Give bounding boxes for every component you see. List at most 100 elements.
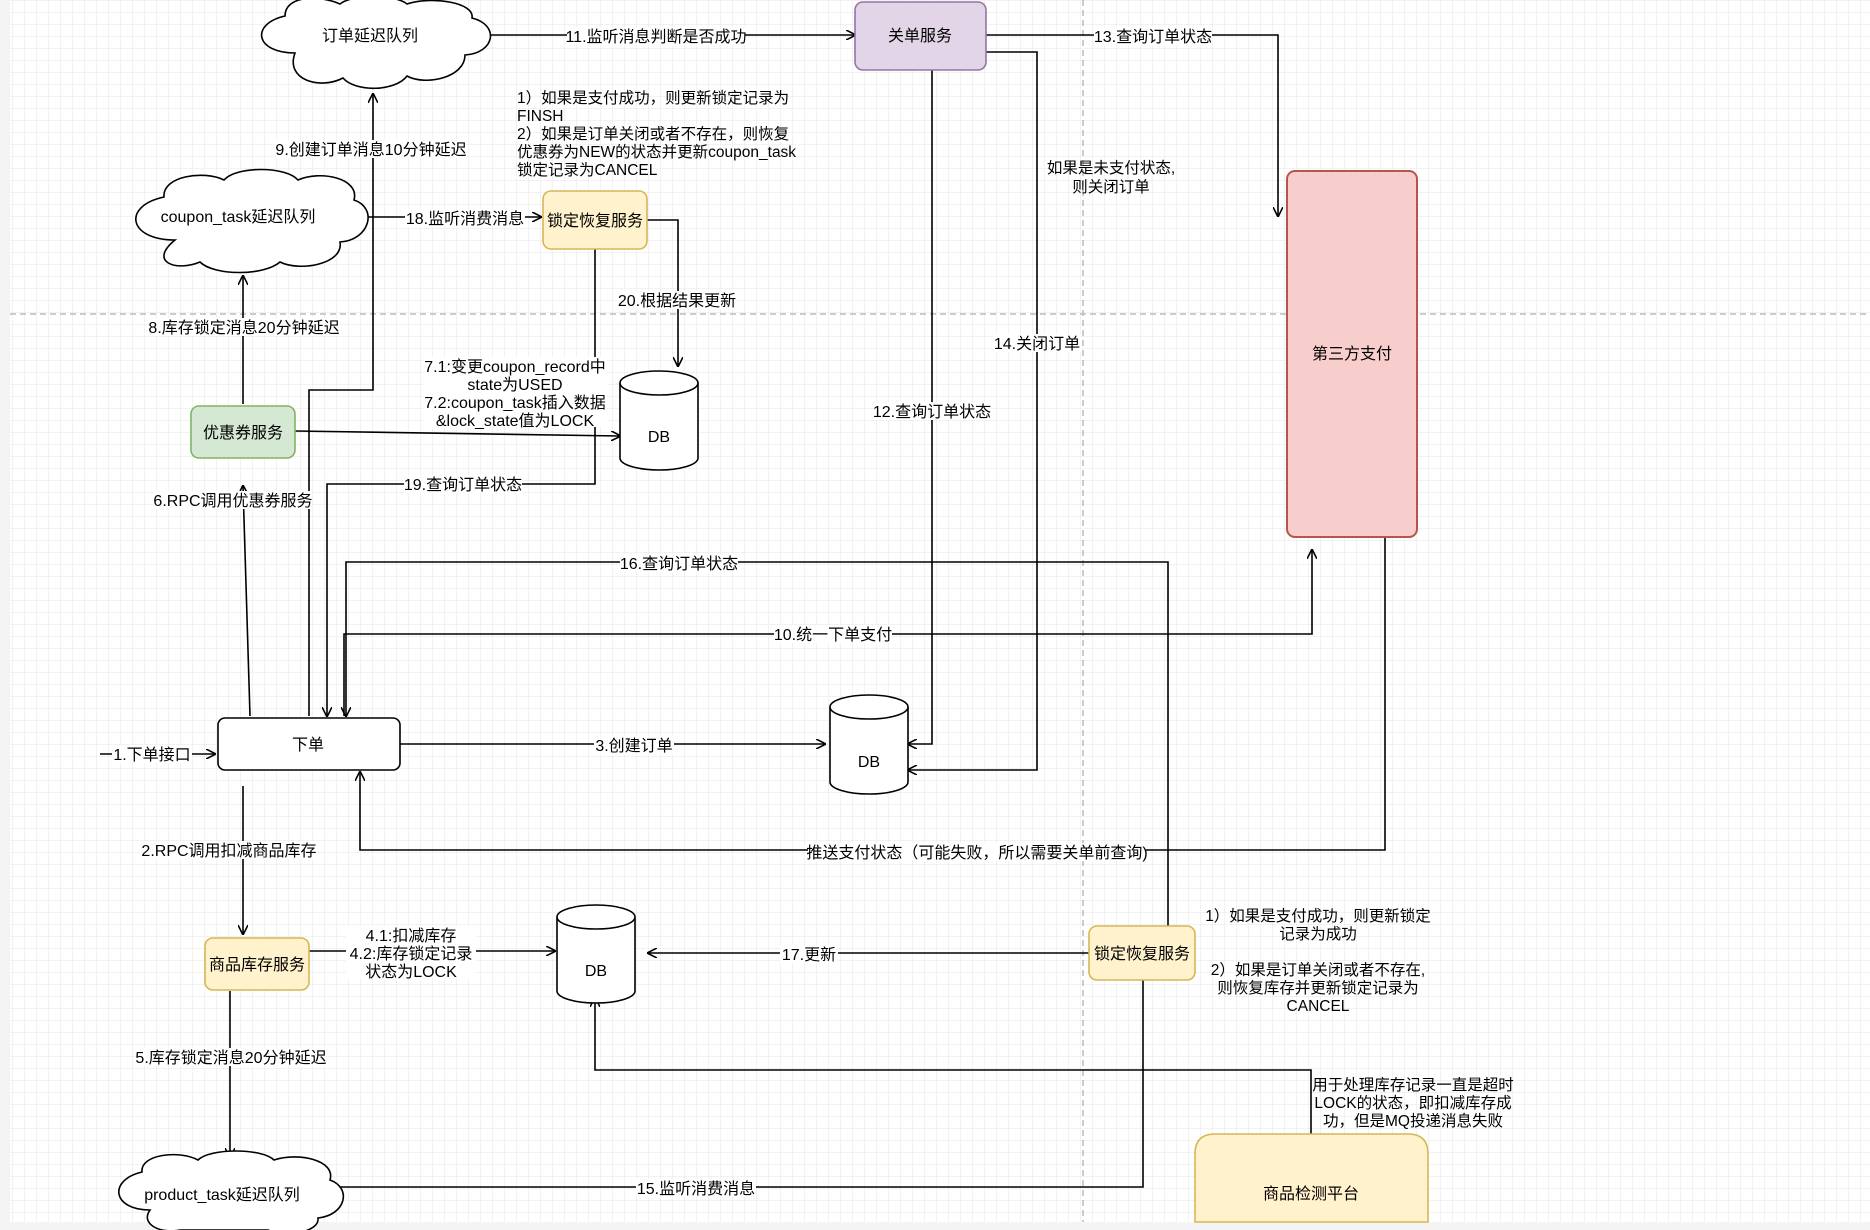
coupon-db-label: DB bbox=[648, 429, 670, 446]
unpaid-note-line1: 如果是未支付状态, bbox=[1047, 159, 1175, 177]
product-task-queue-label: product_task延迟队列 bbox=[144, 1186, 300, 1204]
edge-16-label: 16.查询订单状态 bbox=[620, 555, 738, 573]
edge-13-label-bg bbox=[1094, 27, 1212, 45]
platform-note-line1: 用于处理库存记录一直是超时 bbox=[1312, 1076, 1514, 1094]
edge-7-label-line4: &lock_state值为LOCK bbox=[436, 412, 595, 430]
edge-7-label-line2: state为USED bbox=[467, 376, 562, 394]
coupon-task-queue-cloud[interactable] bbox=[135, 168, 369, 274]
stock-service-box[interactable] bbox=[204, 937, 310, 991]
edge-14-label: 14.关闭订单 bbox=[994, 335, 1080, 353]
lock-restore-service-top-label: 锁定恢复服务 bbox=[547, 212, 643, 230]
edge-7-label-line3: 7.2:coupon_task插入数据 bbox=[424, 394, 605, 412]
coupon-note-line1: 1）如果是支付成功，则更新锁定记录为 bbox=[517, 89, 789, 107]
edge-8-label: 8.库存锁定消息20分钟延迟 bbox=[148, 319, 339, 337]
edge-12-label-bg bbox=[873, 402, 991, 420]
edge-13-label: 13.查询订单状态 bbox=[1094, 28, 1212, 46]
place-order-box[interactable] bbox=[217, 717, 401, 771]
edge-4-label-line1: 4.1:扣减库存 bbox=[366, 927, 457, 945]
lock-restore-service-bottom-label: 锁定恢复服务 bbox=[1094, 945, 1190, 963]
order-db-label: DB bbox=[858, 754, 880, 771]
stock-note-line2: 记录为成功 bbox=[1279, 925, 1357, 943]
stock-db-cylinder[interactable] bbox=[556, 904, 636, 1004]
edge-15-label: 15.监听消费消息 bbox=[637, 1180, 755, 1198]
coupon-restore-note: 1）如果是支付成功，则更新锁定记录为 FINSH 2）如果是订单关闭或者不存在，… bbox=[517, 89, 796, 179]
bottom-margin bbox=[0, 1222, 1870, 1230]
edge-19-label-bg bbox=[404, 475, 522, 493]
order-db-cylinder[interactable] bbox=[829, 694, 909, 795]
edge-7-label-line1: 7.1:变更coupon_record中 bbox=[424, 358, 605, 376]
close-order-service-box[interactable] bbox=[854, 1, 987, 71]
place-order-label: 下单 bbox=[292, 736, 324, 754]
edge-15 bbox=[325, 944, 1143, 1188]
platform-note-line3: 功，但是MQ投递消息失败 bbox=[1323, 1112, 1503, 1130]
edge-push-label-bg bbox=[808, 843, 1146, 861]
lock-restore-service-bottom-box[interactable] bbox=[1088, 925, 1196, 981]
product-task-queue-cloud[interactable] bbox=[118, 1150, 345, 1230]
close-order-service-label: 关单服务 bbox=[888, 27, 952, 45]
coupon-service-label: 优惠券服务 bbox=[203, 424, 283, 442]
edge-7 bbox=[294, 430, 620, 436]
stock-restore-note: 1）如果是支付成功，则更新锁定 记录为成功 2）如果是订单关闭或者不存在, 则恢… bbox=[1205, 907, 1431, 1015]
edge-16-label-bg bbox=[620, 554, 738, 572]
stock-note-line6: CANCEL bbox=[1287, 998, 1350, 1015]
edge-12 bbox=[908, 70, 933, 744]
edge-14 bbox=[908, 51, 1038, 770]
edge-8-label-bg bbox=[149, 318, 339, 336]
coupon-task-queue-label: coupon_task延迟队列 bbox=[161, 208, 316, 226]
stock-note-line1: 1）如果是支付成功，则更新锁定 bbox=[1205, 907, 1431, 925]
unpaid-note-line2: 则关闭订单 bbox=[1072, 178, 1150, 196]
edge-2-label: 2.RPC调用扣减商品库存 bbox=[141, 842, 316, 860]
edge-11-label-bg bbox=[567, 27, 745, 45]
platform-note: 用于处理库存记录一直是超时 LOCK的状态，即扣减库存成 功，但是MQ投递消息失… bbox=[1312, 1076, 1514, 1130]
edge-5-label: 5.库存锁定消息20分钟延迟 bbox=[135, 1049, 326, 1067]
edge-16 bbox=[346, 561, 1169, 926]
order-delay-queue-label: 订单延迟队列 bbox=[322, 27, 418, 45]
edge-15-label-bg bbox=[636, 1179, 756, 1197]
left-margin bbox=[0, 0, 10, 1230]
edge-1-label: 1.下单接口 bbox=[113, 746, 190, 764]
edge-20-label: 20.根据结果更新 bbox=[618, 292, 736, 310]
coupon-service-box[interactable] bbox=[190, 405, 296, 459]
third-party-payment-box[interactable] bbox=[1286, 170, 1418, 538]
edge-12-label: 12.查询订单状态 bbox=[873, 403, 991, 421]
edge-17-label-bg bbox=[780, 945, 838, 963]
edge-4-label-bg bbox=[346, 926, 476, 978]
edge-19-label: 19.查询订单状态 bbox=[404, 476, 522, 494]
edge-6-label-bg bbox=[154, 491, 312, 509]
edge-4-label-line3: 状态为LOCK bbox=[365, 963, 457, 981]
edge-18-label-bg bbox=[405, 209, 525, 227]
coupon-note-line4: 优惠券为NEW的状态并更新coupon_task bbox=[517, 143, 796, 161]
product-check-platform-box[interactable] bbox=[1194, 1133, 1429, 1223]
stock-db-label: DB bbox=[585, 963, 607, 980]
edge-6-label: 6.RPC调用优惠券服务 bbox=[153, 492, 312, 510]
stock-service-label: 商品库存服务 bbox=[209, 956, 305, 974]
unpaid-note: 如果是未支付状态, 则关闭订单 bbox=[1047, 159, 1175, 196]
edge-10-label-bg bbox=[774, 625, 892, 643]
third-party-payment-label: 第三方支付 bbox=[1312, 345, 1392, 363]
edge-9 bbox=[308, 94, 373, 716]
edge-10-label: 10.统一下单支付 bbox=[774, 626, 892, 644]
edge-20-label-bg bbox=[617, 291, 737, 309]
edge-6 bbox=[243, 486, 251, 717]
stock-note-line4: 2）如果是订单关闭或者不存在, bbox=[1211, 961, 1425, 979]
edge-18-label: 18.监听消费消息 bbox=[406, 210, 524, 228]
coupon-note-line2: FINSH bbox=[517, 108, 564, 125]
coupon-note-line5: 锁定记录为CANCEL bbox=[517, 161, 658, 179]
product-check-platform-label: 商品检测平台 bbox=[1263, 1185, 1359, 1203]
edge-7-label-bg bbox=[423, 357, 607, 427]
edge-3-label-bg bbox=[594, 736, 674, 754]
stock-note-line5: 则恢复库存并更新锁定记录为 bbox=[1217, 979, 1419, 997]
edge-5-label-bg bbox=[137, 1048, 325, 1066]
edge-2-label-bg bbox=[140, 841, 318, 859]
edge-13 bbox=[986, 34, 1278, 216]
edge-1-label-bg bbox=[112, 745, 192, 763]
edge-9-label-bg bbox=[276, 140, 466, 158]
coupon-db-cylinder[interactable] bbox=[619, 370, 699, 471]
edge-11-label: 11.监听消息判断是否成功 bbox=[565, 28, 746, 46]
lock-restore-service-top-box[interactable] bbox=[542, 190, 648, 250]
edge-4-label-line2: 4.2:库存锁定记录 bbox=[350, 945, 473, 963]
coupon-note-line3: 2）如果是订单关闭或者不存在，则恢复 bbox=[517, 125, 789, 143]
edge-14-label-bg bbox=[993, 334, 1081, 352]
order-delay-queue-cloud[interactable] bbox=[260, 0, 492, 89]
